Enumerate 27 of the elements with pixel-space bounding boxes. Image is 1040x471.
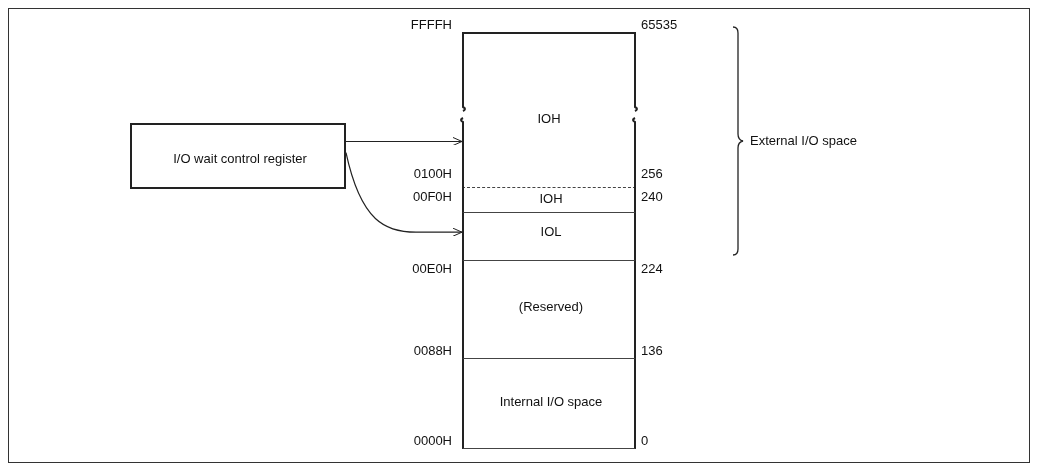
memory-region: [462, 188, 636, 213]
address-label: 0100H: [413, 167, 452, 181]
decimal-label: 0: [641, 434, 649, 448]
address-label: 0000H: [413, 434, 452, 448]
region-label: IOL: [540, 223, 562, 239]
region-label: Internal I/O space: [499, 393, 603, 409]
region-label: (Reserved): [518, 298, 584, 314]
decimal-label: 136: [641, 344, 663, 358]
address-label: 0088H: [413, 344, 452, 358]
decimal-label: 224: [641, 262, 663, 276]
memory-region: [462, 213, 636, 261]
memory-region: [462, 261, 636, 359]
region-label: IOH: [539, 190, 563, 206]
region-label: IOH: [537, 110, 561, 126]
memory-region: [462, 32, 636, 188]
bracket-label: External I/O space: [750, 134, 857, 148]
memory-region: [462, 359, 636, 449]
decimal-label: 65535: [641, 18, 678, 32]
address-label: 00E0H: [412, 262, 452, 276]
register-box: [130, 123, 346, 189]
arrow: [345, 152, 463, 237]
address-label: FFFFH: [410, 18, 452, 32]
arrow: [345, 137, 463, 146]
decimal-label: 256: [641, 167, 663, 181]
register-name: I/O wait control register: [173, 150, 307, 166]
address-label: 00F0H: [412, 190, 452, 204]
decimal-label: 240: [641, 190, 663, 204]
